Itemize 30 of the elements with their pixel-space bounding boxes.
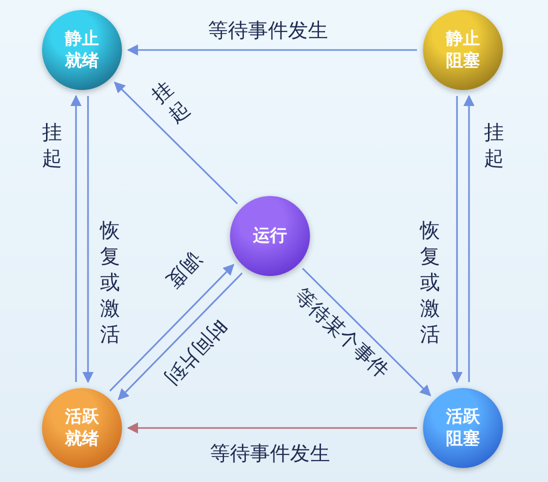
arrow bbox=[82, 96, 94, 384]
state-circle bbox=[42, 10, 122, 90]
edge-label: 等待事件发生 bbox=[208, 18, 328, 42]
arrow bbox=[109, 264, 234, 392]
arrow bbox=[463, 94, 475, 382]
edge-label: 等待某个事件 bbox=[290, 283, 394, 383]
edge-label: 恢复或激活 bbox=[420, 217, 440, 347]
edge-label: 恢复或激活 bbox=[100, 217, 120, 347]
state-circle bbox=[423, 388, 503, 468]
edge-label: 调度 bbox=[162, 247, 206, 293]
arrow bbox=[118, 272, 243, 400]
edge-label: 时间片到 bbox=[160, 314, 232, 390]
edge-label: 等待事件发生 bbox=[210, 441, 330, 465]
state-circle bbox=[230, 196, 310, 276]
arrow bbox=[114, 82, 238, 204]
state-circle bbox=[42, 388, 122, 468]
state-circle bbox=[423, 10, 503, 90]
edge-label: 挂起 bbox=[42, 119, 62, 171]
arrow bbox=[451, 96, 463, 384]
arrow bbox=[70, 94, 82, 382]
state-label: 活跃就绪 bbox=[64, 406, 100, 450]
arrow bbox=[126, 44, 417, 56]
state-label: 活跃阻塞 bbox=[444, 406, 481, 450]
state-label: 运行 bbox=[252, 225, 288, 247]
edge-label: 挂起 bbox=[145, 75, 195, 129]
state-label: 静止就绪 bbox=[64, 28, 100, 72]
arrow bbox=[302, 268, 432, 396]
edge-label: 挂起 bbox=[484, 119, 504, 171]
state-label: 静止阻塞 bbox=[444, 28, 481, 72]
arrow bbox=[126, 422, 417, 434]
